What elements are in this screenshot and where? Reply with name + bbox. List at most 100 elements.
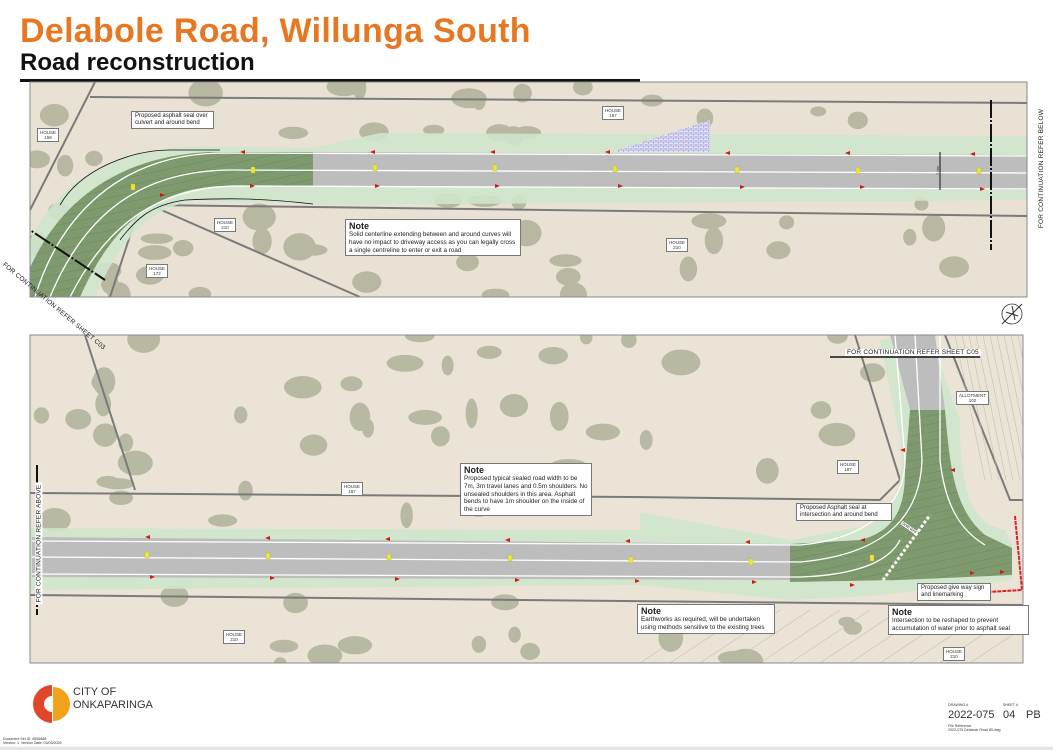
tree xyxy=(30,150,51,169)
yellow-marker-icon xyxy=(612,165,618,173)
vineyard-row xyxy=(961,335,993,481)
red-marker-icon xyxy=(515,578,520,582)
red-marker-icon xyxy=(490,150,495,154)
tree xyxy=(337,636,373,655)
tree xyxy=(914,197,929,211)
note-heading: Note xyxy=(464,465,484,475)
tree xyxy=(471,635,487,653)
tree xyxy=(408,409,443,425)
road-width-dimension: 7.0m xyxy=(934,166,940,175)
tree xyxy=(95,391,112,417)
tree xyxy=(242,203,276,231)
vineyard-row xyxy=(1010,335,1023,395)
tree xyxy=(441,355,454,376)
tree xyxy=(188,286,212,297)
yellow-marker-icon xyxy=(855,167,861,175)
red-marker-icon xyxy=(1000,570,1005,574)
earthworks-note: Note Earthworks as required, will be und… xyxy=(637,604,775,634)
tree xyxy=(326,82,362,97)
red-marker-icon xyxy=(145,535,150,539)
red-marker-icon xyxy=(850,583,855,587)
red-marker-icon xyxy=(265,536,270,540)
tree xyxy=(191,84,206,96)
red-marker-icon xyxy=(150,575,155,579)
note-text: Proposed typical sealed road width to be… xyxy=(464,475,588,514)
tree xyxy=(274,657,287,663)
red-marker-icon xyxy=(605,150,610,154)
red-marker-icon xyxy=(752,580,757,584)
red-marker-icon xyxy=(635,579,640,583)
vineyard-row xyxy=(819,609,901,663)
red-marker-icon xyxy=(745,540,750,544)
tree xyxy=(283,233,316,261)
note-heading: Note xyxy=(349,221,369,231)
tree xyxy=(827,335,848,344)
tree xyxy=(585,423,621,441)
continuation-refer-below: FOR CONTINUATION REFER BELOW xyxy=(1038,106,1046,231)
red-marker-icon xyxy=(395,577,400,581)
tree xyxy=(431,426,450,447)
yellow-marker-icon xyxy=(265,552,271,560)
tree xyxy=(810,401,832,419)
continuation-refer-above: FOR CONTINUATION REFER ABOVE xyxy=(35,482,43,605)
tree xyxy=(939,256,970,278)
tree xyxy=(352,271,382,293)
tree xyxy=(252,227,272,255)
red-marker-icon xyxy=(950,468,955,472)
tree xyxy=(538,346,569,365)
tree xyxy=(717,650,752,663)
red-marker-icon xyxy=(160,193,165,197)
red-marker-icon xyxy=(505,538,510,542)
tree xyxy=(278,126,309,140)
tree xyxy=(349,402,371,432)
tree xyxy=(405,335,435,343)
document-reference: Document Set ID: 8555888 Version: 1, Ver… xyxy=(3,737,62,746)
vineyard-row xyxy=(996,335,1023,463)
tree xyxy=(491,594,519,611)
revision: PB xyxy=(1026,709,1041,721)
note-heading: Note xyxy=(641,606,661,616)
tree xyxy=(465,398,478,429)
tree xyxy=(549,254,582,267)
title-underline xyxy=(20,79,640,82)
give-way-callout: Proposed give way sign and linemarking xyxy=(917,583,991,601)
document-set-id: Document Set ID: 8555888 xyxy=(3,737,47,741)
tree xyxy=(386,354,424,372)
tree xyxy=(85,150,103,167)
yellow-marker-icon xyxy=(372,164,378,172)
sheet-caption: SHEET # xyxy=(1003,703,1018,707)
tree xyxy=(555,268,581,286)
tree xyxy=(499,394,529,418)
sheet-number: 04 xyxy=(1003,709,1016,721)
tree xyxy=(520,642,540,660)
tree xyxy=(639,429,653,450)
tree xyxy=(307,644,343,663)
top-note: Note Solid centerline extending between … xyxy=(345,219,521,257)
tree xyxy=(810,106,827,117)
tree xyxy=(481,288,510,297)
yellow-marker-icon xyxy=(492,164,498,172)
page-bottom-border xyxy=(0,747,1053,750)
note-text: Intersection to be reshaped to prevent a… xyxy=(892,617,1010,632)
tree xyxy=(127,335,161,353)
tree xyxy=(137,245,172,260)
tree xyxy=(172,240,194,257)
tree xyxy=(238,480,253,501)
tree xyxy=(818,422,856,447)
tree xyxy=(299,434,328,456)
tree xyxy=(56,154,74,177)
tree xyxy=(423,124,445,136)
tree xyxy=(559,282,588,297)
file-reference-caption: File Reference xyxy=(948,724,972,728)
tree xyxy=(922,214,946,242)
logo-text: CITY OF ONKAPARINGA xyxy=(73,686,153,712)
tree xyxy=(39,507,71,532)
drawing-number: 2022-075 xyxy=(948,709,995,721)
red-marker-icon xyxy=(725,151,730,155)
file-reference: 2022-075 Delabole Road 85.dwg xyxy=(948,728,1001,732)
yellow-marker-icon xyxy=(748,558,754,566)
